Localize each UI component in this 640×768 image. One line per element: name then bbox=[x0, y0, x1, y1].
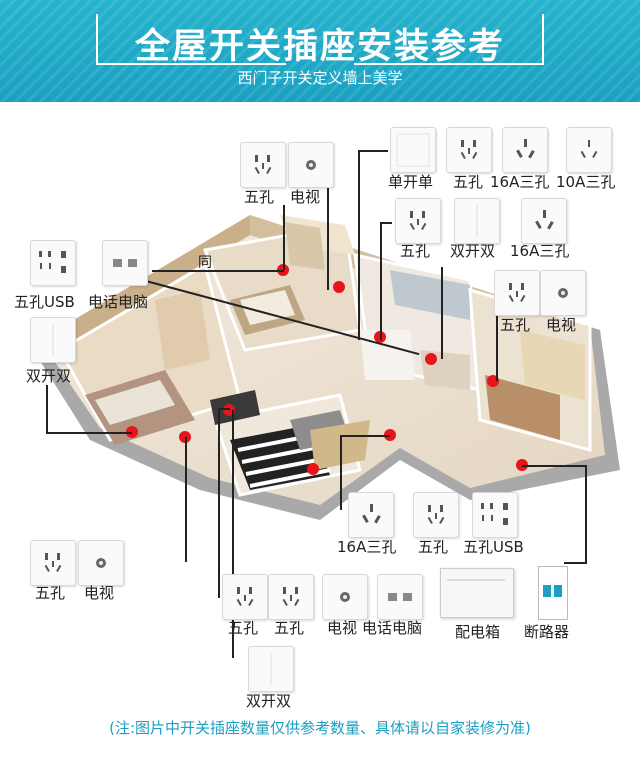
socket-five-hole bbox=[395, 198, 441, 244]
wardrobe-master bbox=[155, 290, 210, 370]
label-tv: 电视 bbox=[84, 584, 115, 602]
label-five-hole: 五孔 bbox=[453, 173, 484, 191]
connector-line bbox=[522, 465, 587, 467]
tv-cabinet bbox=[210, 390, 260, 425]
socket-five-hole-usb bbox=[472, 492, 518, 538]
breaker-switch bbox=[554, 585, 562, 597]
label-distribution-box: 配电箱 bbox=[455, 623, 501, 641]
label-tv: 电视 bbox=[327, 619, 358, 637]
socket-five-hole bbox=[413, 492, 459, 538]
label-tv: 电视 bbox=[546, 316, 577, 334]
wardrobe bbox=[485, 375, 560, 440]
label-five-hole: 五孔 bbox=[418, 538, 449, 556]
socket-16a-three-hole bbox=[348, 492, 394, 538]
label-five-hole: 五孔 bbox=[500, 316, 531, 334]
distribution-box bbox=[440, 568, 514, 618]
connector-line bbox=[46, 385, 48, 433]
socket-five-hole-usb bbox=[30, 240, 76, 286]
subtitle-rule-left bbox=[96, 63, 286, 65]
connector-line bbox=[441, 267, 443, 359]
switch-double bbox=[454, 198, 500, 244]
connector-line bbox=[380, 222, 382, 340]
socket-tv bbox=[322, 574, 368, 620]
box-line bbox=[447, 579, 505, 581]
header-stripes bbox=[0, 0, 640, 102]
socket-tv bbox=[78, 540, 124, 586]
socket-five-hole bbox=[494, 270, 540, 316]
breaker-switch bbox=[543, 585, 551, 597]
label-10a-three-hole: 10A三孔 bbox=[556, 173, 616, 191]
connector-line bbox=[340, 435, 390, 437]
socket-tv bbox=[540, 270, 586, 316]
page-title: 全屋开关插座安装参考 bbox=[134, 27, 505, 67]
connector-line bbox=[358, 150, 388, 152]
bed-master-sheet bbox=[95, 380, 175, 425]
label-tv: 电视 bbox=[290, 188, 321, 206]
right-window bbox=[520, 330, 585, 400]
dining-window bbox=[390, 270, 470, 320]
label-16a-three-hole: 16A三孔 bbox=[337, 538, 397, 556]
connector-line bbox=[152, 270, 284, 272]
socket-five-hole bbox=[446, 127, 492, 173]
subtitle-rule-right bbox=[354, 63, 544, 65]
connector-line bbox=[340, 435, 342, 510]
connector-line bbox=[358, 150, 360, 340]
label-five-hole-usb: 五孔USB bbox=[463, 538, 524, 556]
socket-five-hole bbox=[240, 142, 286, 188]
header-banner: 全屋开关插座安装参考 西门子开关定义墙上美学 bbox=[0, 0, 640, 102]
connector-line bbox=[232, 410, 234, 658]
label-five-hole: 五孔 bbox=[35, 584, 66, 602]
socket-phone-computer bbox=[377, 574, 423, 620]
page-subtitle: 西门子开关定义墙上美学 bbox=[237, 69, 403, 87]
socket-five-hole bbox=[30, 540, 76, 586]
connector-line bbox=[283, 205, 285, 270]
circuit-breaker bbox=[538, 566, 568, 620]
socket-16a-three-hole bbox=[521, 198, 567, 244]
label-16a-three-hole: 16A三孔 bbox=[510, 242, 570, 260]
connector-line bbox=[327, 145, 329, 290]
label-double-switch: 双开双 bbox=[450, 242, 496, 260]
label-double-switch: 双开双 bbox=[26, 367, 72, 385]
connector-line bbox=[218, 408, 230, 410]
switch-double bbox=[30, 317, 76, 363]
socket-phone-computer bbox=[102, 240, 148, 286]
label-five-hole-usb: 五孔USB bbox=[14, 293, 75, 311]
top-bedroom-window bbox=[285, 222, 325, 270]
connector-line bbox=[380, 222, 392, 224]
label-single-switch: 单开单 bbox=[388, 173, 434, 191]
label-phone-computer: 电话电脑 bbox=[88, 293, 149, 311]
label-five-hole: 五孔 bbox=[228, 619, 259, 637]
label-five-hole: 五孔 bbox=[244, 188, 275, 206]
label-circuit-breaker: 断路器 bbox=[524, 623, 570, 641]
connector-line bbox=[585, 465, 587, 562]
connector-line bbox=[185, 437, 187, 562]
switch-single bbox=[390, 127, 436, 173]
socket-tv bbox=[288, 142, 334, 188]
footnote: (注:图片中开关插座数量仅供参考数量、具体请以自家装修为准) bbox=[109, 719, 531, 737]
label-16a-three-hole: 16A三孔 bbox=[490, 173, 550, 191]
connector-line bbox=[218, 408, 220, 598]
dining-table bbox=[360, 330, 415, 380]
socket-16a-three-hole bbox=[502, 127, 548, 173]
socket-five-hole bbox=[268, 574, 314, 620]
label-same: 同 bbox=[198, 255, 212, 271]
connector-line bbox=[46, 432, 132, 434]
title-bracket-right bbox=[542, 14, 544, 64]
label-five-hole: 五孔 bbox=[400, 242, 431, 260]
label-five-hole: 五孔 bbox=[274, 619, 305, 637]
label-phone-computer: 电话电脑 bbox=[362, 619, 423, 637]
label-double-switch: 双开双 bbox=[246, 692, 292, 710]
connector-line bbox=[496, 300, 498, 381]
socket-five-hole bbox=[222, 574, 268, 620]
title-bracket-left bbox=[96, 14, 98, 64]
switch-double bbox=[248, 646, 294, 692]
socket-10a-three-hole bbox=[566, 127, 612, 173]
connector-line bbox=[564, 562, 587, 564]
